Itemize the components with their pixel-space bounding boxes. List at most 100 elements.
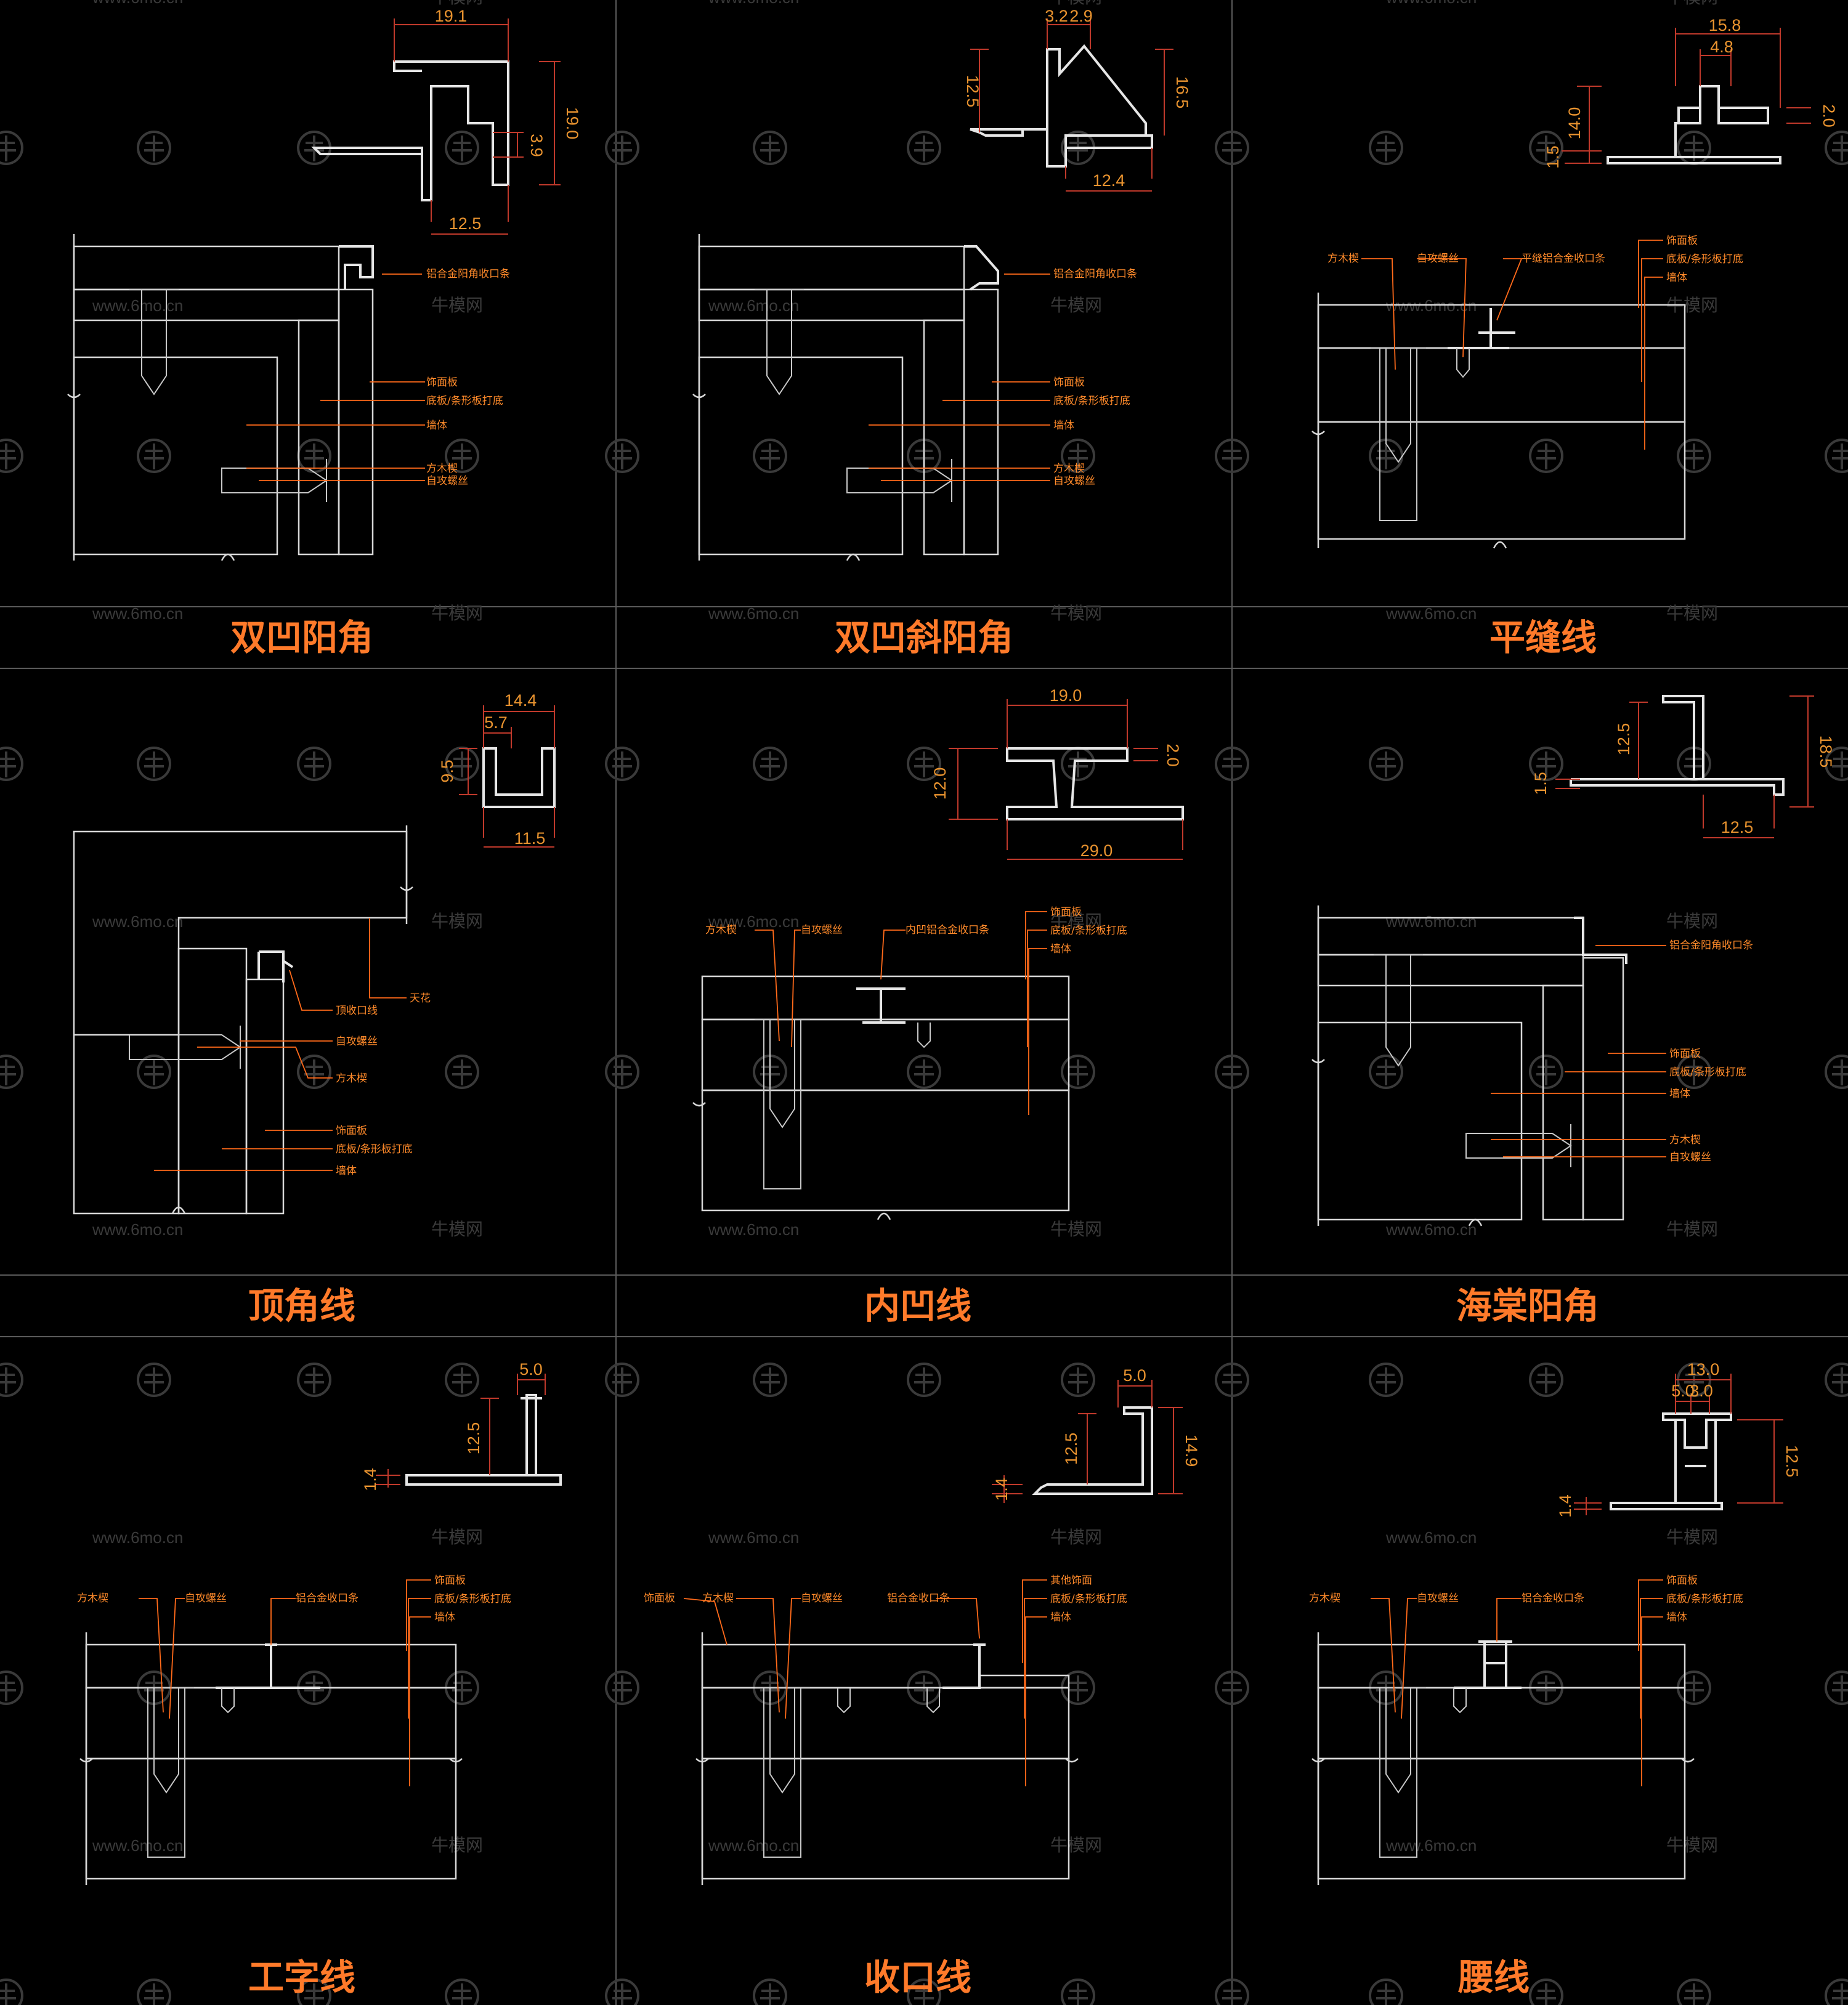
watermark-site: www.6mo.cn xyxy=(1385,1836,1477,1855)
watermark-site: www.6mo.cn xyxy=(708,1528,799,1547)
panel-title: 双凹斜阳角 xyxy=(835,617,1013,658)
watermark-brand: 牛模网 xyxy=(1666,603,1718,623)
panel-title: 双凹阳角 xyxy=(230,617,373,658)
callout-label: 方木楔 xyxy=(1327,253,1359,265)
niumo-logo-icon xyxy=(0,439,23,473)
panel-title: 收口线 xyxy=(864,1956,971,1998)
callout-label: 平缝铝合金收口条 xyxy=(1522,253,1605,265)
leader-lines xyxy=(1371,1579,1663,1786)
dim-text: 1.5 xyxy=(1544,145,1562,169)
niumo-logo-icon xyxy=(0,1055,23,1089)
watermark-site: www.6mo.cn xyxy=(92,1528,183,1547)
niumo-logo-icon xyxy=(297,747,331,781)
section-drawing xyxy=(692,234,999,561)
niumo-logo-icon xyxy=(907,1055,941,1089)
niumo-logo-icon xyxy=(297,1363,331,1397)
dim-text: 3.2 xyxy=(1045,7,1068,25)
section-drawing xyxy=(67,234,374,561)
callout-label: 自攻螺丝 xyxy=(426,475,468,487)
leader-lines xyxy=(246,273,425,481)
callout-label: 饰面板 xyxy=(1669,1048,1701,1060)
dim-text: 12.0 xyxy=(931,768,949,800)
leader-lines xyxy=(154,918,407,1171)
dim-text: 11.5 xyxy=(514,829,546,848)
dim-text: 19.1 xyxy=(435,7,468,25)
dimension-lines xyxy=(1555,695,1814,838)
dim-text: 2.0 xyxy=(1164,743,1182,767)
leader-lines xyxy=(1491,945,1666,1157)
callout-label: 饰面板 xyxy=(1666,235,1698,247)
panel-title: 腰线 xyxy=(1457,1956,1530,1998)
callout-label: 墙体 xyxy=(426,419,447,432)
niumo-logo-icon xyxy=(753,747,787,781)
dim-text: 2.0 xyxy=(1820,104,1838,128)
watermark-site: www.6mo.cn xyxy=(1385,604,1477,623)
callout-label: 底板/条形板打底 xyxy=(1050,1593,1127,1605)
callout-label: 自攻螺丝 xyxy=(801,924,843,936)
panel-title: 平缝线 xyxy=(1489,617,1597,658)
callout-label: 自攻螺丝 xyxy=(336,1035,378,1048)
niumo-logo-icon xyxy=(1061,1979,1095,2005)
niumo-logo-icon xyxy=(445,1979,479,2005)
callout-label: 底板/条形板打底 xyxy=(1669,1066,1746,1079)
dim-text: 18.5 xyxy=(1817,735,1835,768)
niumo-logo-icon xyxy=(297,1979,331,2005)
panel-title: 工字线 xyxy=(248,1956,355,1998)
callout-label: 铝合金阳角收口条 xyxy=(1053,268,1137,280)
panel-1: 19.1 19.0 3.9 12.5 铝合金阳角收口条 饰面板 底板/条形板打底… xyxy=(67,7,582,658)
section-drawing xyxy=(1311,293,1686,549)
watermark-site: www.6mo.cn xyxy=(708,0,799,7)
profile-drawing xyxy=(482,747,556,808)
niumo-logo-icon xyxy=(1825,1671,1848,1705)
callout-label: 方木楔 xyxy=(77,1592,108,1605)
watermark-site: www.6mo.cn xyxy=(92,296,183,315)
niumo-logo-icon xyxy=(137,1055,171,1089)
dimension-lines xyxy=(970,18,1173,192)
niumo-logo-icon xyxy=(1529,747,1563,781)
panel-2: 3.2 2.9 12.5 16.5 12.4 铝合金阳角收口条 饰面板 底板/条… xyxy=(692,7,1191,658)
profile-drawing xyxy=(1032,1406,1153,1495)
panel-7: 5.0 12.5 1.4 方木楔 自攻螺丝 铝合金收口条 饰面板 底板/条形板打… xyxy=(77,1360,562,1998)
watermark-brand: 牛模网 xyxy=(1050,911,1102,931)
section-drawing xyxy=(1311,905,1627,1226)
dim-text: 1.4 xyxy=(361,1468,379,1491)
niumo-logo-icon xyxy=(0,1979,23,2005)
dim-text: 12.5 xyxy=(449,214,482,233)
niumo-logo-icon xyxy=(907,1363,941,1397)
niumo-logo-icon xyxy=(1529,1363,1563,1397)
niumo-logo-icon xyxy=(1061,1055,1095,1089)
callout-label: 自攻螺丝 xyxy=(1417,1592,1459,1605)
dim-text: 14.9 xyxy=(1182,1435,1201,1467)
callout-label: 方木楔 xyxy=(336,1072,367,1085)
niumo-logo-icon xyxy=(1369,131,1403,165)
niumo-logo-icon xyxy=(1369,1979,1403,2005)
dim-text: 3.9 xyxy=(527,134,546,157)
niumo-logo-icon xyxy=(1215,1671,1249,1705)
section-drawing xyxy=(73,825,413,1215)
watermark-brand: 牛模网 xyxy=(431,0,483,7)
watermark-brand: 牛模网 xyxy=(431,1527,483,1547)
profile-drawing xyxy=(1570,695,1785,796)
callout-label: 底板/条形板打底 xyxy=(1053,395,1130,407)
callout-label: 墙体 xyxy=(1050,943,1071,955)
dim-text: 12.5 xyxy=(1062,1433,1080,1465)
watermark-site: www.6mo.cn xyxy=(1385,912,1477,931)
callout-label: 饰面板 xyxy=(1053,376,1085,389)
callout-label: 饰面板 xyxy=(644,1592,675,1605)
niumo-logo-icon xyxy=(0,747,23,781)
niumo-logo-icon xyxy=(753,439,787,473)
dim-text: 12.5 xyxy=(1615,723,1633,756)
leader-lines xyxy=(869,273,1050,481)
watermark-brand: 牛模网 xyxy=(1050,0,1102,7)
dim-text: 13.0 xyxy=(1687,1360,1720,1379)
niumo-logo-icon xyxy=(1369,1363,1403,1397)
dimension-lines xyxy=(1562,28,1811,164)
niumo-logo-icon xyxy=(605,1979,639,2005)
niumo-logo-icon xyxy=(137,1363,171,1397)
niumo-logo-icon xyxy=(907,131,941,165)
watermark-brand: 牛模网 xyxy=(431,1835,483,1855)
niumo-logo-icon xyxy=(0,1671,23,1705)
callout-label: 墙体 xyxy=(1050,1611,1071,1624)
dim-text: 3.0 xyxy=(1690,1382,1713,1400)
callout-label: 自攻螺丝 xyxy=(185,1592,227,1605)
